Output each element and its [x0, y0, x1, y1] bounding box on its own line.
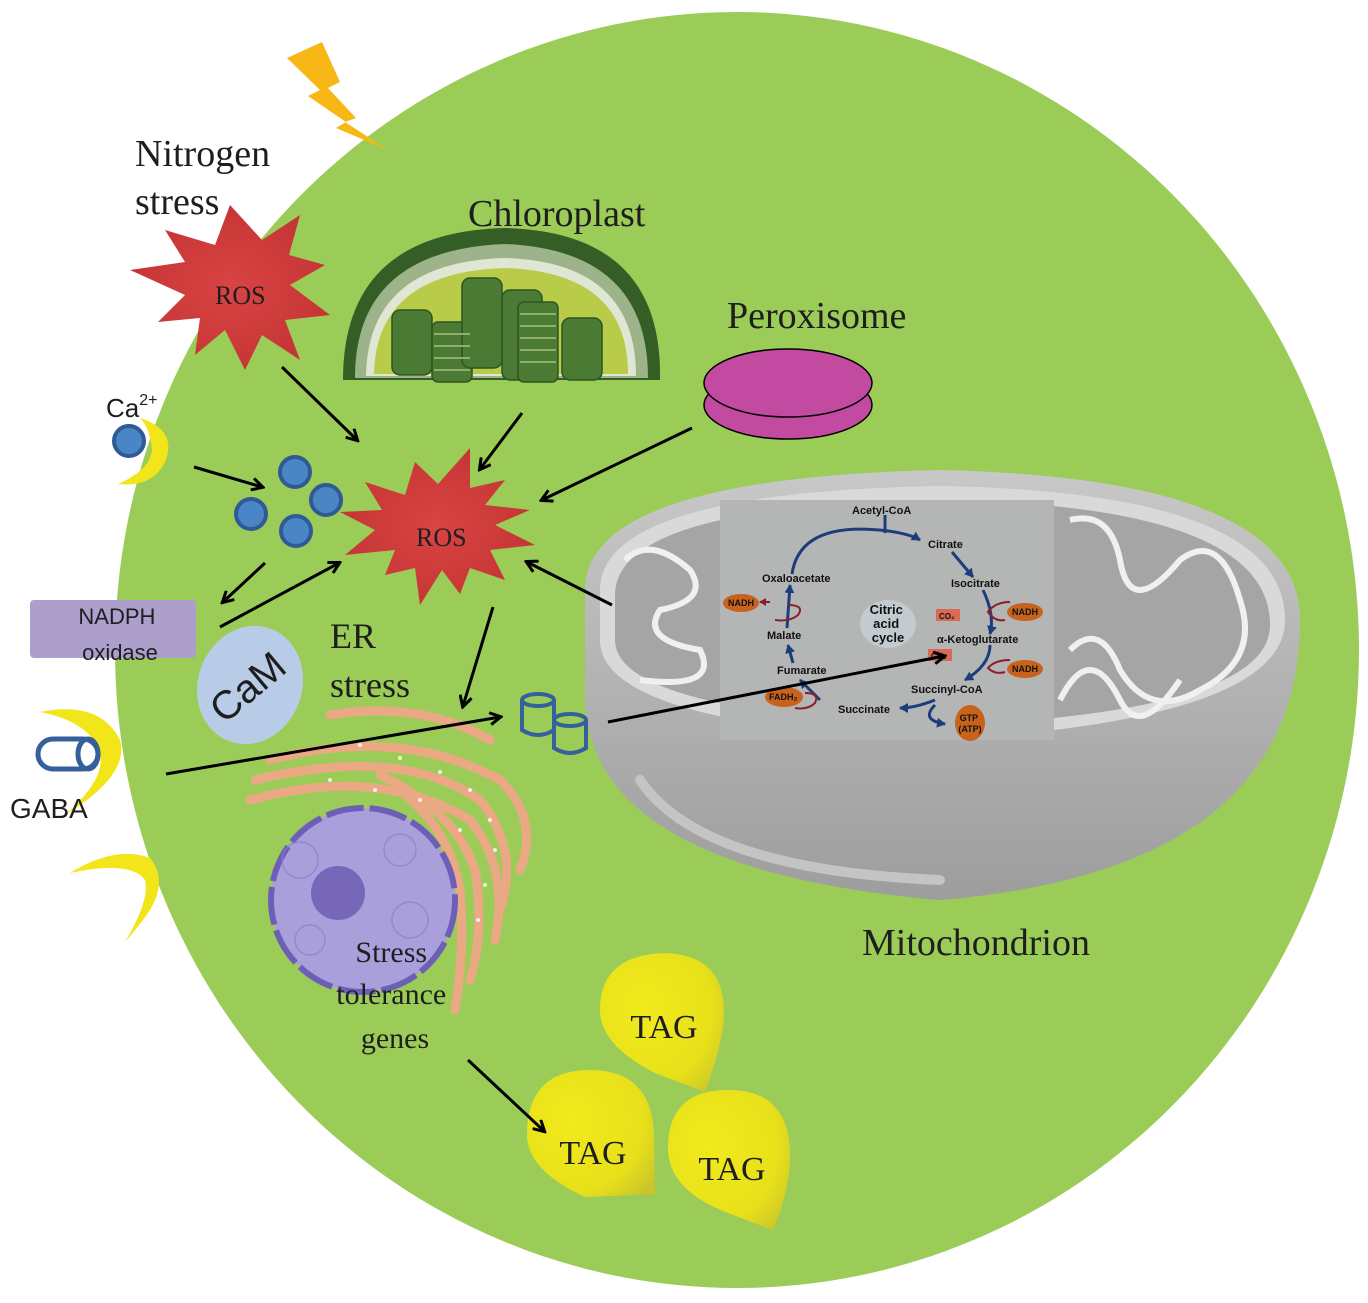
gaba-cylinder-icon: [35, 736, 101, 772]
gaba-cylinder-pair-icon: [520, 692, 588, 755]
tca-nadh-3: NADH: [1012, 664, 1038, 674]
tca-acetyl-coa: Acetyl-CoA: [852, 505, 911, 517]
ros-burst-icon: [340, 448, 535, 605]
tca-oxaloacetate: Oxaloacetate: [762, 573, 830, 585]
arrow-calcium-influx: [193, 465, 262, 487]
calcium-ion-icon: [309, 483, 343, 517]
calcium-channel-top: Ca2+: [106, 392, 169, 485]
calcium-ion-icon: [112, 424, 146, 458]
channel-crescent-icon: [70, 853, 159, 942]
arrow-chloroplast-to-ros: [480, 412, 524, 469]
calcium-ion-icon: [278, 455, 312, 489]
arrow-gaba-to-tca: [607, 656, 944, 724]
er-stress-label: ER stress: [330, 616, 410, 705]
pathway-arrows: [165, 365, 944, 1131]
tca-gtp: GTP (ATP): [958, 713, 981, 734]
arrow-nadph-to-ros: [219, 563, 339, 629]
arrow-ros-to-gaba: [463, 606, 495, 706]
calcium-ion-cluster: [234, 455, 343, 548]
channel-crescent-icon: [40, 709, 122, 815]
calmodulin: CaM: [197, 625, 303, 745]
arrow-mito-to-ros: [527, 562, 613, 607]
tca-succinyl-coa: Succinyl-CoA: [911, 684, 983, 696]
tag-label: TAG: [630, 1009, 697, 1046]
chloroplast-label: Chloroplast: [468, 193, 646, 235]
stress-tolerance-genes-label: Stress tolerance genes: [336, 936, 453, 1055]
gaba-channel: GABA: [10, 709, 122, 824]
gaba-label: GABA: [10, 793, 88, 824]
nitrogen-stress-label: Nitrogen stress: [135, 133, 280, 223]
ros-external-label: ROS: [215, 281, 266, 310]
nadph-oxidase-label: NADPH oxidase: [78, 604, 161, 665]
tca-alpha-ketoglutarate: α-Ketoglutarate: [937, 634, 1018, 646]
arrow-peroxisome-to-ros: [542, 426, 693, 500]
calcium-label: Ca2+: [106, 392, 158, 423]
channel-crescent-icon: [118, 418, 169, 485]
tca-nadh-2: NADH: [1012, 607, 1038, 617]
nucleus: Stress tolerance genes: [268, 805, 458, 1055]
nadph-oxidase: NADPH oxidase: [30, 600, 196, 665]
tag-droplet: TAG: [527, 1070, 655, 1197]
ros-burst-icon: [130, 205, 330, 370]
endoplasmic-reticulum: [245, 706, 532, 1015]
calcium-ion-icon: [234, 497, 268, 531]
tca-isocitrate: Isocitrate: [951, 578, 1000, 590]
arrow-genes-to-tag: [466, 1058, 544, 1131]
arrow-gaba-influx: [165, 717, 500, 776]
tca-co2-1: CO₂: [939, 612, 955, 621]
tag-droplet: TAG: [668, 1090, 790, 1230]
calcium-ion-icon: [279, 514, 313, 548]
tca-cycle-panel: Acetyl-CoA Citrate Isocitrate α-Ketoglut…: [720, 500, 1054, 741]
tag-droplet: TAG: [600, 953, 724, 1092]
tag-label: TAG: [698, 1151, 765, 1188]
ros-central-label: ROS: [416, 523, 467, 552]
peroxisome: Peroxisome: [703, 295, 906, 440]
chloroplast: Chloroplast: [343, 193, 661, 383]
arrow-calcium-to-nadph: [223, 561, 267, 602]
ros-external: ROS: [130, 205, 330, 370]
tca-fadh2: FADH₂: [769, 692, 798, 702]
peroxisome-label: Peroxisome: [727, 295, 906, 337]
tca-center-label: Citric acid cycle: [870, 602, 907, 645]
mitochondrion-label: Mitochondrion: [862, 922, 1090, 964]
lightning-icon: [287, 42, 388, 150]
arrow-ros-ext-to-ros: [280, 365, 357, 440]
tag-label: TAG: [559, 1135, 626, 1172]
er-ribosomes: [328, 743, 497, 922]
tca-citrate: Citrate: [928, 539, 963, 551]
tca-fumarate: Fumarate: [777, 665, 827, 677]
tca-nadh-1: NADH: [728, 598, 754, 608]
tca-malate: Malate: [767, 630, 801, 642]
tca-succinate: Succinate: [838, 704, 890, 716]
ros-central: ROS: [340, 448, 535, 605]
